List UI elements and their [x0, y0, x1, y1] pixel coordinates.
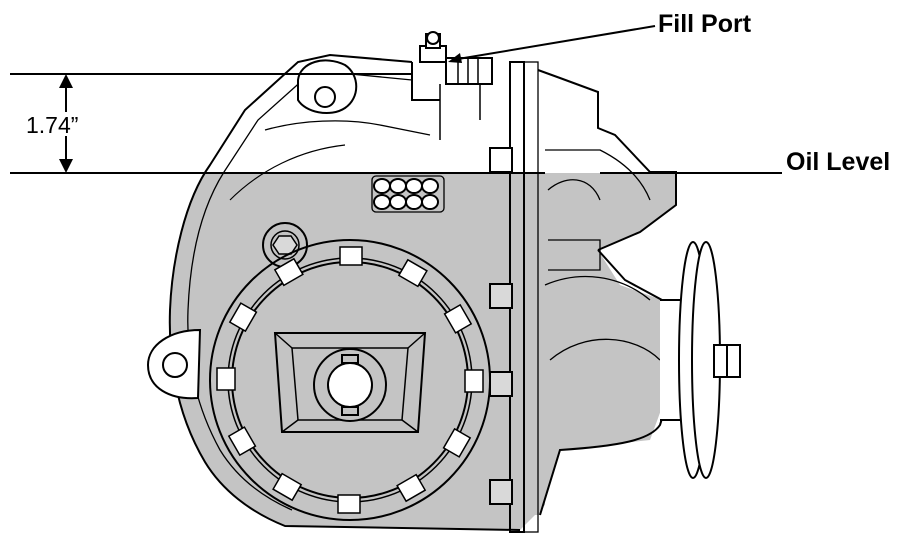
fill-port-fitting: [419, 31, 493, 140]
vent-slots: [371, 175, 445, 213]
fill-port-leader: [448, 25, 656, 63]
drain-plug: [262, 222, 308, 268]
mounting-ear-left: [146, 328, 202, 400]
dimension-marker: [10, 73, 412, 173]
pulley: [660, 241, 741, 479]
dimension-label: 1.74”: [26, 112, 79, 138]
fill-port-label: Fill Port: [658, 10, 752, 38]
oil-level-label: Oil Level: [786, 148, 891, 176]
mounting-ear-top: [297, 59, 358, 115]
motor-gear: [209, 239, 491, 521]
